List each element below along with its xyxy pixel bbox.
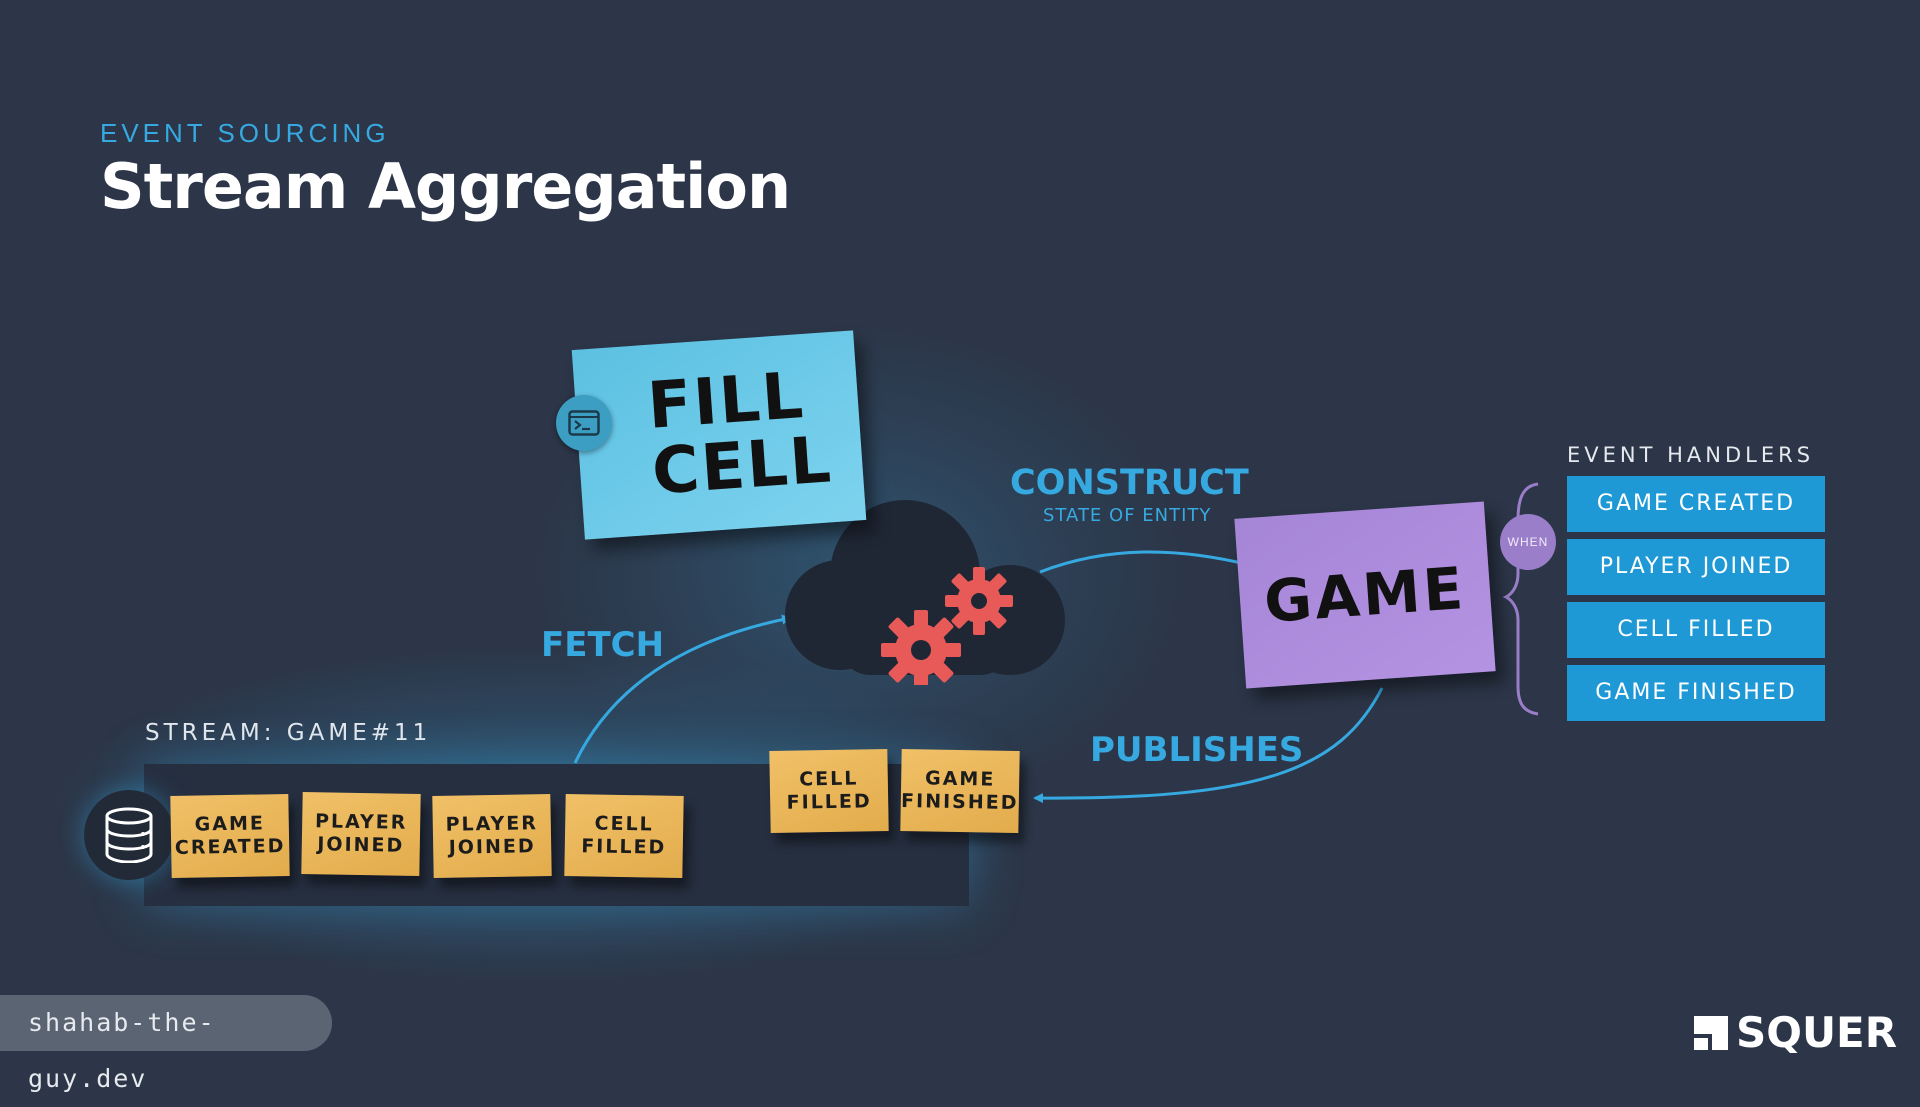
terminal-icon <box>556 395 612 451</box>
construct-label: CONSTRUCT <box>1010 463 1249 503</box>
handlers-title: EVENT HANDLERS <box>1567 443 1815 467</box>
event-line-2: JOINED <box>448 835 536 859</box>
fetch-label: FETCH <box>541 625 665 665</box>
brand-logo: SQUER <box>1694 1008 1897 1057</box>
event-sticky: PLAYER JOINED <box>432 793 552 879</box>
page-title: Stream Aggregation <box>100 150 791 223</box>
section-eyebrow: EVENT SOURCING <box>100 118 390 148</box>
event-line-2: FILLED <box>581 835 667 859</box>
stream-label: STREAM: GAME#11 <box>145 720 432 746</box>
handler-game-created: GAME CREATED <box>1567 476 1825 532</box>
event-line-2: CREATED <box>174 835 286 859</box>
event-line-1: GAME <box>924 767 996 791</box>
handler-cell-filled: CELL FILLED <box>1567 602 1825 658</box>
construct-arrow <box>1039 550 1252 574</box>
new-event-sticky: CELL FILLED <box>769 748 889 834</box>
event-line-1: PLAYER <box>314 810 408 834</box>
handler-game-finished: GAME FINISHED <box>1567 665 1825 721</box>
event-line-2: JOINED <box>317 833 405 857</box>
database-icon <box>84 790 174 880</box>
event-line-1: PLAYER <box>445 812 539 836</box>
event-sticky: GAME CREATED <box>170 793 290 879</box>
command-sticky: FILL CELL <box>571 330 867 540</box>
entity-sticky: GAME <box>1234 501 1496 689</box>
event-line-1: GAME <box>194 812 266 836</box>
publishes-arrow <box>1033 687 1384 804</box>
fetch-arrow <box>573 614 792 764</box>
brand-name: SQUER <box>1736 1008 1898 1057</box>
connector-arrows <box>573 482 1539 804</box>
event-line-1: CELL <box>594 812 654 836</box>
event-line-2: FINISHED <box>900 789 1019 815</box>
event-line-1: CELL <box>799 767 859 791</box>
when-badge: WHEN <box>1500 514 1556 570</box>
gear-icon <box>945 567 1013 635</box>
publishes-label: PUBLISHES <box>1090 730 1304 770</box>
gear-icon <box>881 610 961 685</box>
event-sticky: PLAYER JOINED <box>301 791 421 877</box>
squer-logo-icon <box>1694 1015 1728 1050</box>
command-line-2: CELL <box>649 423 835 510</box>
aggregate-cloud <box>785 500 1065 685</box>
event-sticky: CELL FILLED <box>564 793 684 879</box>
handlers-brace <box>1502 482 1539 716</box>
new-event-sticky: GAME FINISHED <box>900 748 1020 834</box>
site-url: shahab-the-guy.dev <box>0 995 332 1093</box>
construct-sublabel: STATE OF ENTITY <box>1043 505 1212 526</box>
event-line-2: FILLED <box>786 790 872 814</box>
handler-player-joined: PLAYER JOINED <box>1567 539 1825 595</box>
